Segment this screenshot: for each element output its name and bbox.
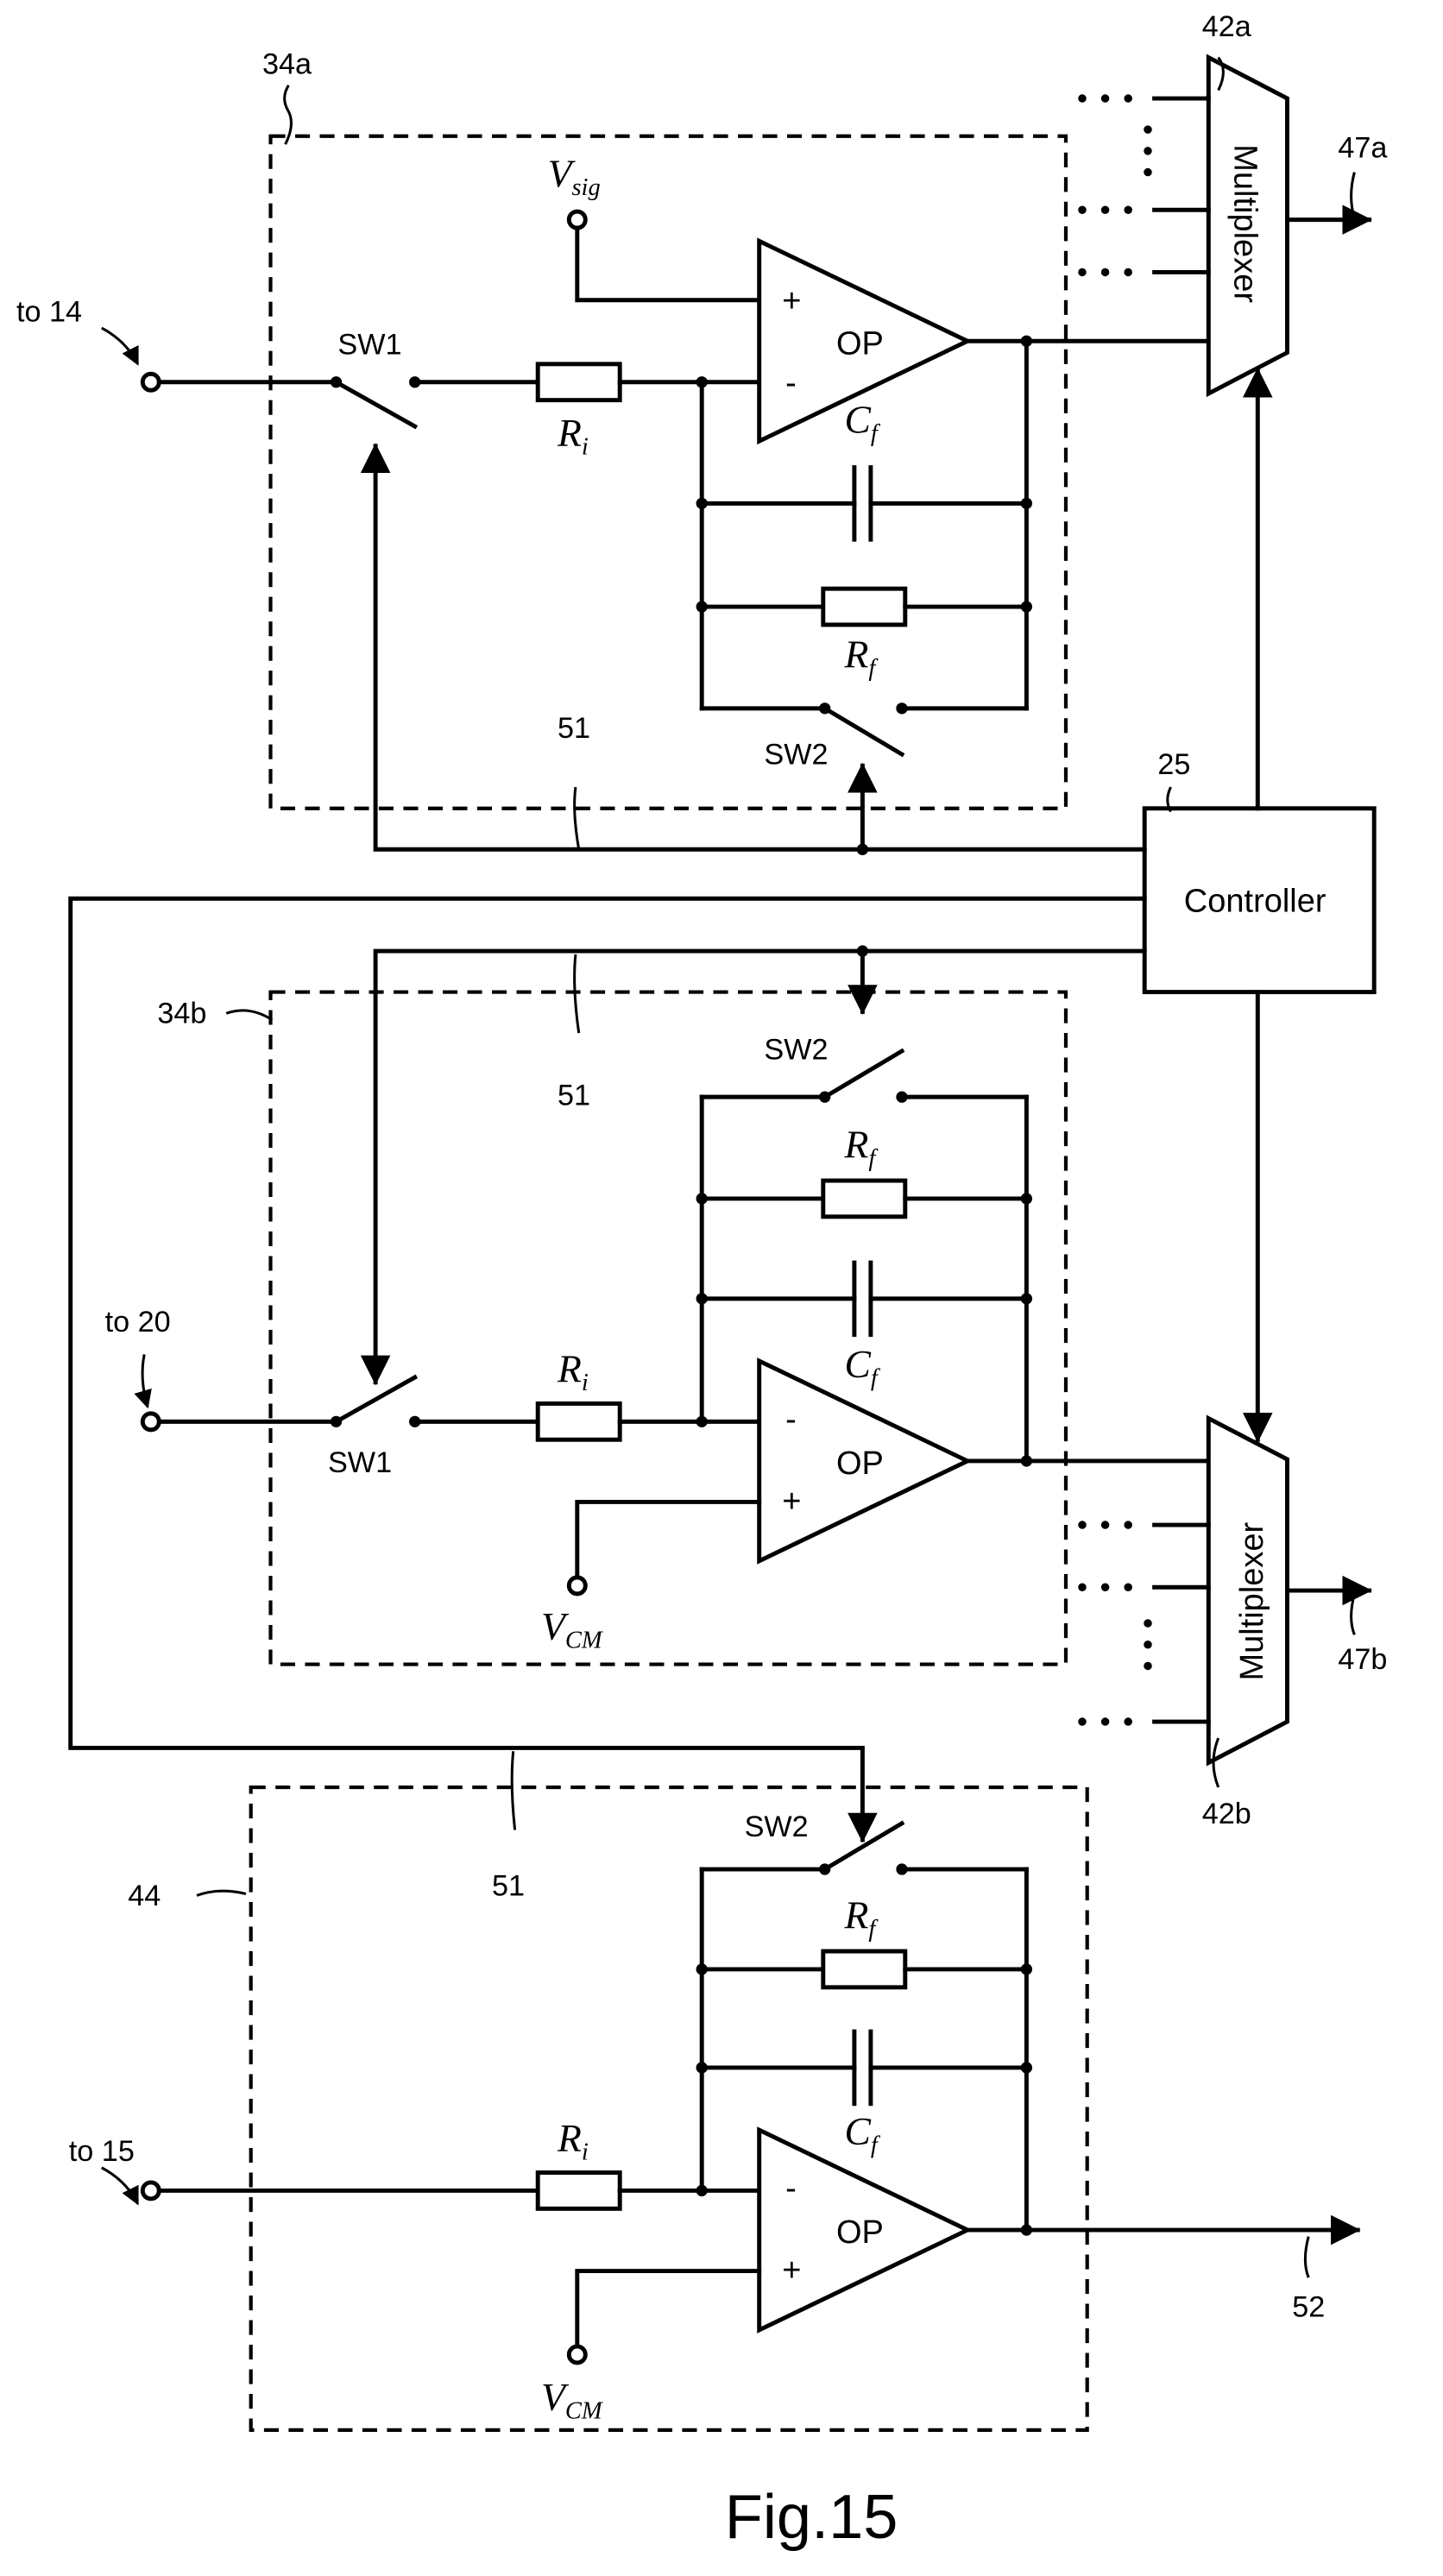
ri-label: Ri: [557, 411, 589, 461]
op-minus-b: -: [785, 1401, 797, 1438]
output-47a-ref: 47a: [1338, 131, 1388, 164]
rf-label-c: Rf: [844, 1893, 879, 1943]
ellipsis-dots-b: [1078, 1521, 1152, 1726]
vcm-terminal-c: [569, 2346, 585, 2363]
output-47b-ref: 47b: [1338, 1643, 1387, 1676]
block-34a-input-label: to 14: [16, 295, 82, 328]
vsig-label: Vsig: [548, 152, 601, 202]
multiplexer-42b: Multiplexer 47b 42b: [1078, 1419, 1387, 1830]
block-34a-input-leader: [102, 328, 138, 364]
op-plus-c: +: [782, 2252, 801, 2289]
ri-label-c: Ri: [557, 2116, 589, 2166]
line-51-label-a: 51: [558, 712, 590, 745]
sw1-blade: [337, 382, 415, 426]
op-plus: +: [782, 283, 801, 319]
op-label: OP: [836, 325, 884, 362]
sw2-label: SW2: [764, 738, 828, 771]
block-34b-boundary: [271, 992, 1067, 1665]
vcm-label-b: VCM: [541, 1604, 604, 1654]
control-line-51-b: [375, 951, 1144, 1382]
resistor-rf: [823, 589, 905, 625]
op-plus-b: +: [782, 1483, 801, 1520]
block-34b-input-terminal: [142, 1414, 159, 1430]
rf-label-b: Rf: [844, 1122, 879, 1172]
resistor-ri: [538, 364, 620, 400]
block-34a-ref: 34a: [262, 48, 312, 81]
block-34b: 34b to 20 SW1 Ri - + OP VCM SW2: [105, 992, 1209, 1665]
resistor-rf-c: [823, 1951, 905, 1987]
block-34b-input-label: to 20: [105, 1306, 171, 1338]
vcm-label-c: VCM: [541, 2375, 604, 2425]
op-label-b: OP: [836, 1445, 884, 1482]
multiplexer-42a: Multiplexer 42a 47a: [1078, 10, 1388, 394]
vcm-terminal-b: [569, 1578, 585, 1594]
sw2-label-b: SW2: [764, 1033, 828, 1066]
sw1-label: SW1: [337, 328, 401, 361]
multiplexer-42b-ref: 42b: [1202, 1798, 1251, 1830]
sw1-label-b: SW1: [328, 1446, 392, 1479]
line-51-label-b: 51: [558, 1080, 590, 1112]
op-minus-c: -: [785, 2170, 797, 2207]
multiplexer-42a-label: Multiplexer: [1227, 144, 1263, 303]
block-34a-leader: [285, 85, 292, 144]
cf-label-c: Cf: [845, 2109, 881, 2159]
rf-label: Rf: [844, 632, 879, 682]
controller-label: Controller: [1184, 883, 1326, 919]
resistor-rf-b: [823, 1181, 905, 1217]
op-label-c: OP: [836, 2214, 884, 2251]
controller-ref: 25: [1157, 748, 1190, 781]
multiplexer-42a-ref: 42a: [1202, 10, 1252, 43]
vsig-terminal: [569, 211, 585, 228]
block-34a-input-terminal: [142, 374, 159, 390]
line-51-label-c: 51: [492, 1869, 525, 1902]
op-minus: -: [785, 365, 797, 401]
cf-label-b: Cf: [845, 1342, 881, 1392]
block-44-input-label: to 15: [69, 2135, 135, 2168]
cf-label: Cf: [845, 398, 881, 447]
block-34a: 34a to 14 SW1 Ri Vsig + - OP Cf: [16, 48, 1208, 850]
figure-caption: Fig.15: [725, 2483, 898, 2552]
block-44-ref: 44: [128, 1880, 161, 1912]
block-44: 44 to 15 Ri - + OP 52 VCM SW2: [69, 1787, 1358, 2430]
multiplexer-42b-label: Multiplexer: [1234, 1521, 1270, 1680]
block-44-boundary: [251, 1787, 1087, 2430]
resistor-ri-b: [538, 1403, 620, 1439]
sw2-label-c: SW2: [745, 1811, 809, 1843]
sw2-blade: [825, 709, 902, 754]
resistor-ri-c: [538, 2173, 620, 2209]
block-34b-ref: 34b: [157, 998, 206, 1030]
block-44-input-terminal: [142, 2182, 159, 2199]
ellipsis-dots: [1078, 94, 1152, 276]
control-line-51-c: [71, 898, 1145, 1840]
ri-label-b: Ri: [557, 1347, 589, 1397]
output-52-ref: 52: [1292, 2291, 1325, 2324]
